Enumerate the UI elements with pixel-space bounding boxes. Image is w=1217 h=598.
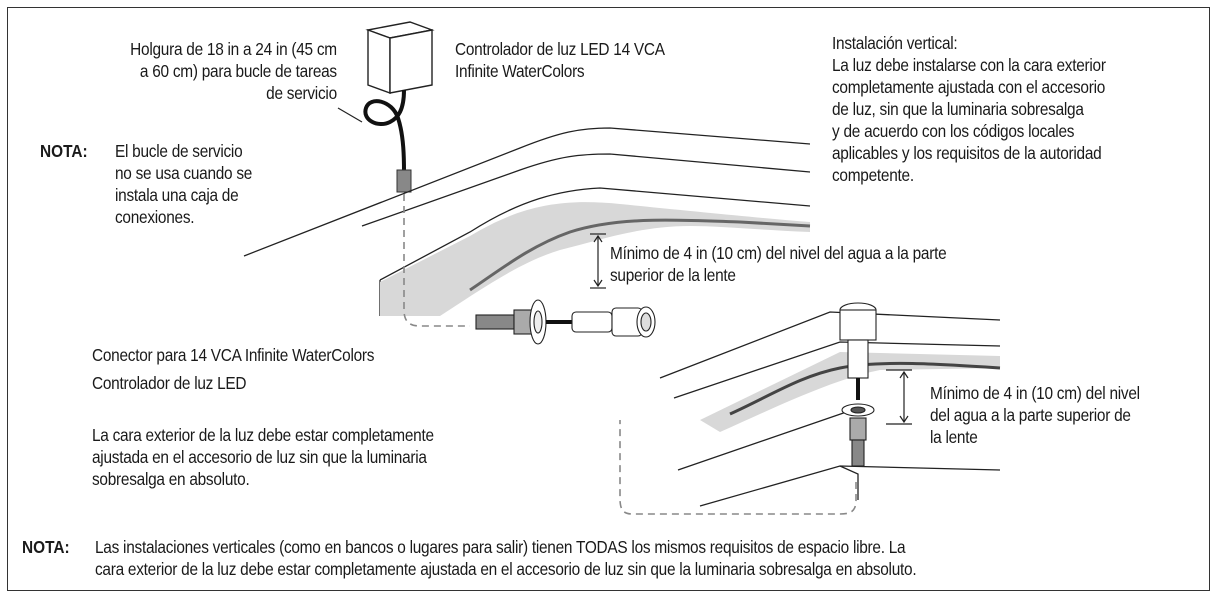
lower-water-line xyxy=(729,361,1001,416)
slack-pointer-line xyxy=(337,107,363,123)
led-controller-label: Controlador de luz LED xyxy=(92,373,247,393)
flush-note: La cara exterior de la luz debe estar co… xyxy=(92,425,434,489)
upper-water-band xyxy=(380,202,810,316)
connector-label: Conector para 14 VCA Infinite WaterColor… xyxy=(92,345,375,365)
upper-depth-dimension xyxy=(590,233,606,289)
note1-keyword: NOTA: xyxy=(40,141,88,161)
upper-water-line xyxy=(469,218,811,292)
note2-keyword: NOTA: xyxy=(22,537,70,557)
lower-depth-dimension xyxy=(886,369,912,425)
upper-light-fixture xyxy=(475,299,656,345)
cable-conduit-fitting xyxy=(396,169,412,193)
service-loop-cable xyxy=(363,89,406,173)
controller-label: Controlador de luz LED 14 VCA Infinite W… xyxy=(455,39,665,81)
min-depth-upper-label: Mínimo de 4 in (10 cm) del nivel del agu… xyxy=(610,243,947,285)
note2-text: Las instalaciones verticales (como en ba… xyxy=(95,537,917,579)
min-depth-lower-label: Mínimo de 4 in (10 cm) del nivel del agu… xyxy=(930,383,1140,447)
note1-text: El bucle de servicio no se usa cuando se… xyxy=(115,141,253,227)
lower-dashed-path xyxy=(619,420,857,515)
lower-light-fixture xyxy=(839,302,877,467)
lower-pool-wall xyxy=(659,311,1001,507)
diagram-frame xyxy=(7,7,1210,591)
vertical-install-text: Instalación vertical: La luz debe instal… xyxy=(832,33,1106,185)
controller-box xyxy=(365,21,435,94)
slack-label: Holgura de 18 in a 24 in (45 cm a 60 cm)… xyxy=(130,39,337,103)
